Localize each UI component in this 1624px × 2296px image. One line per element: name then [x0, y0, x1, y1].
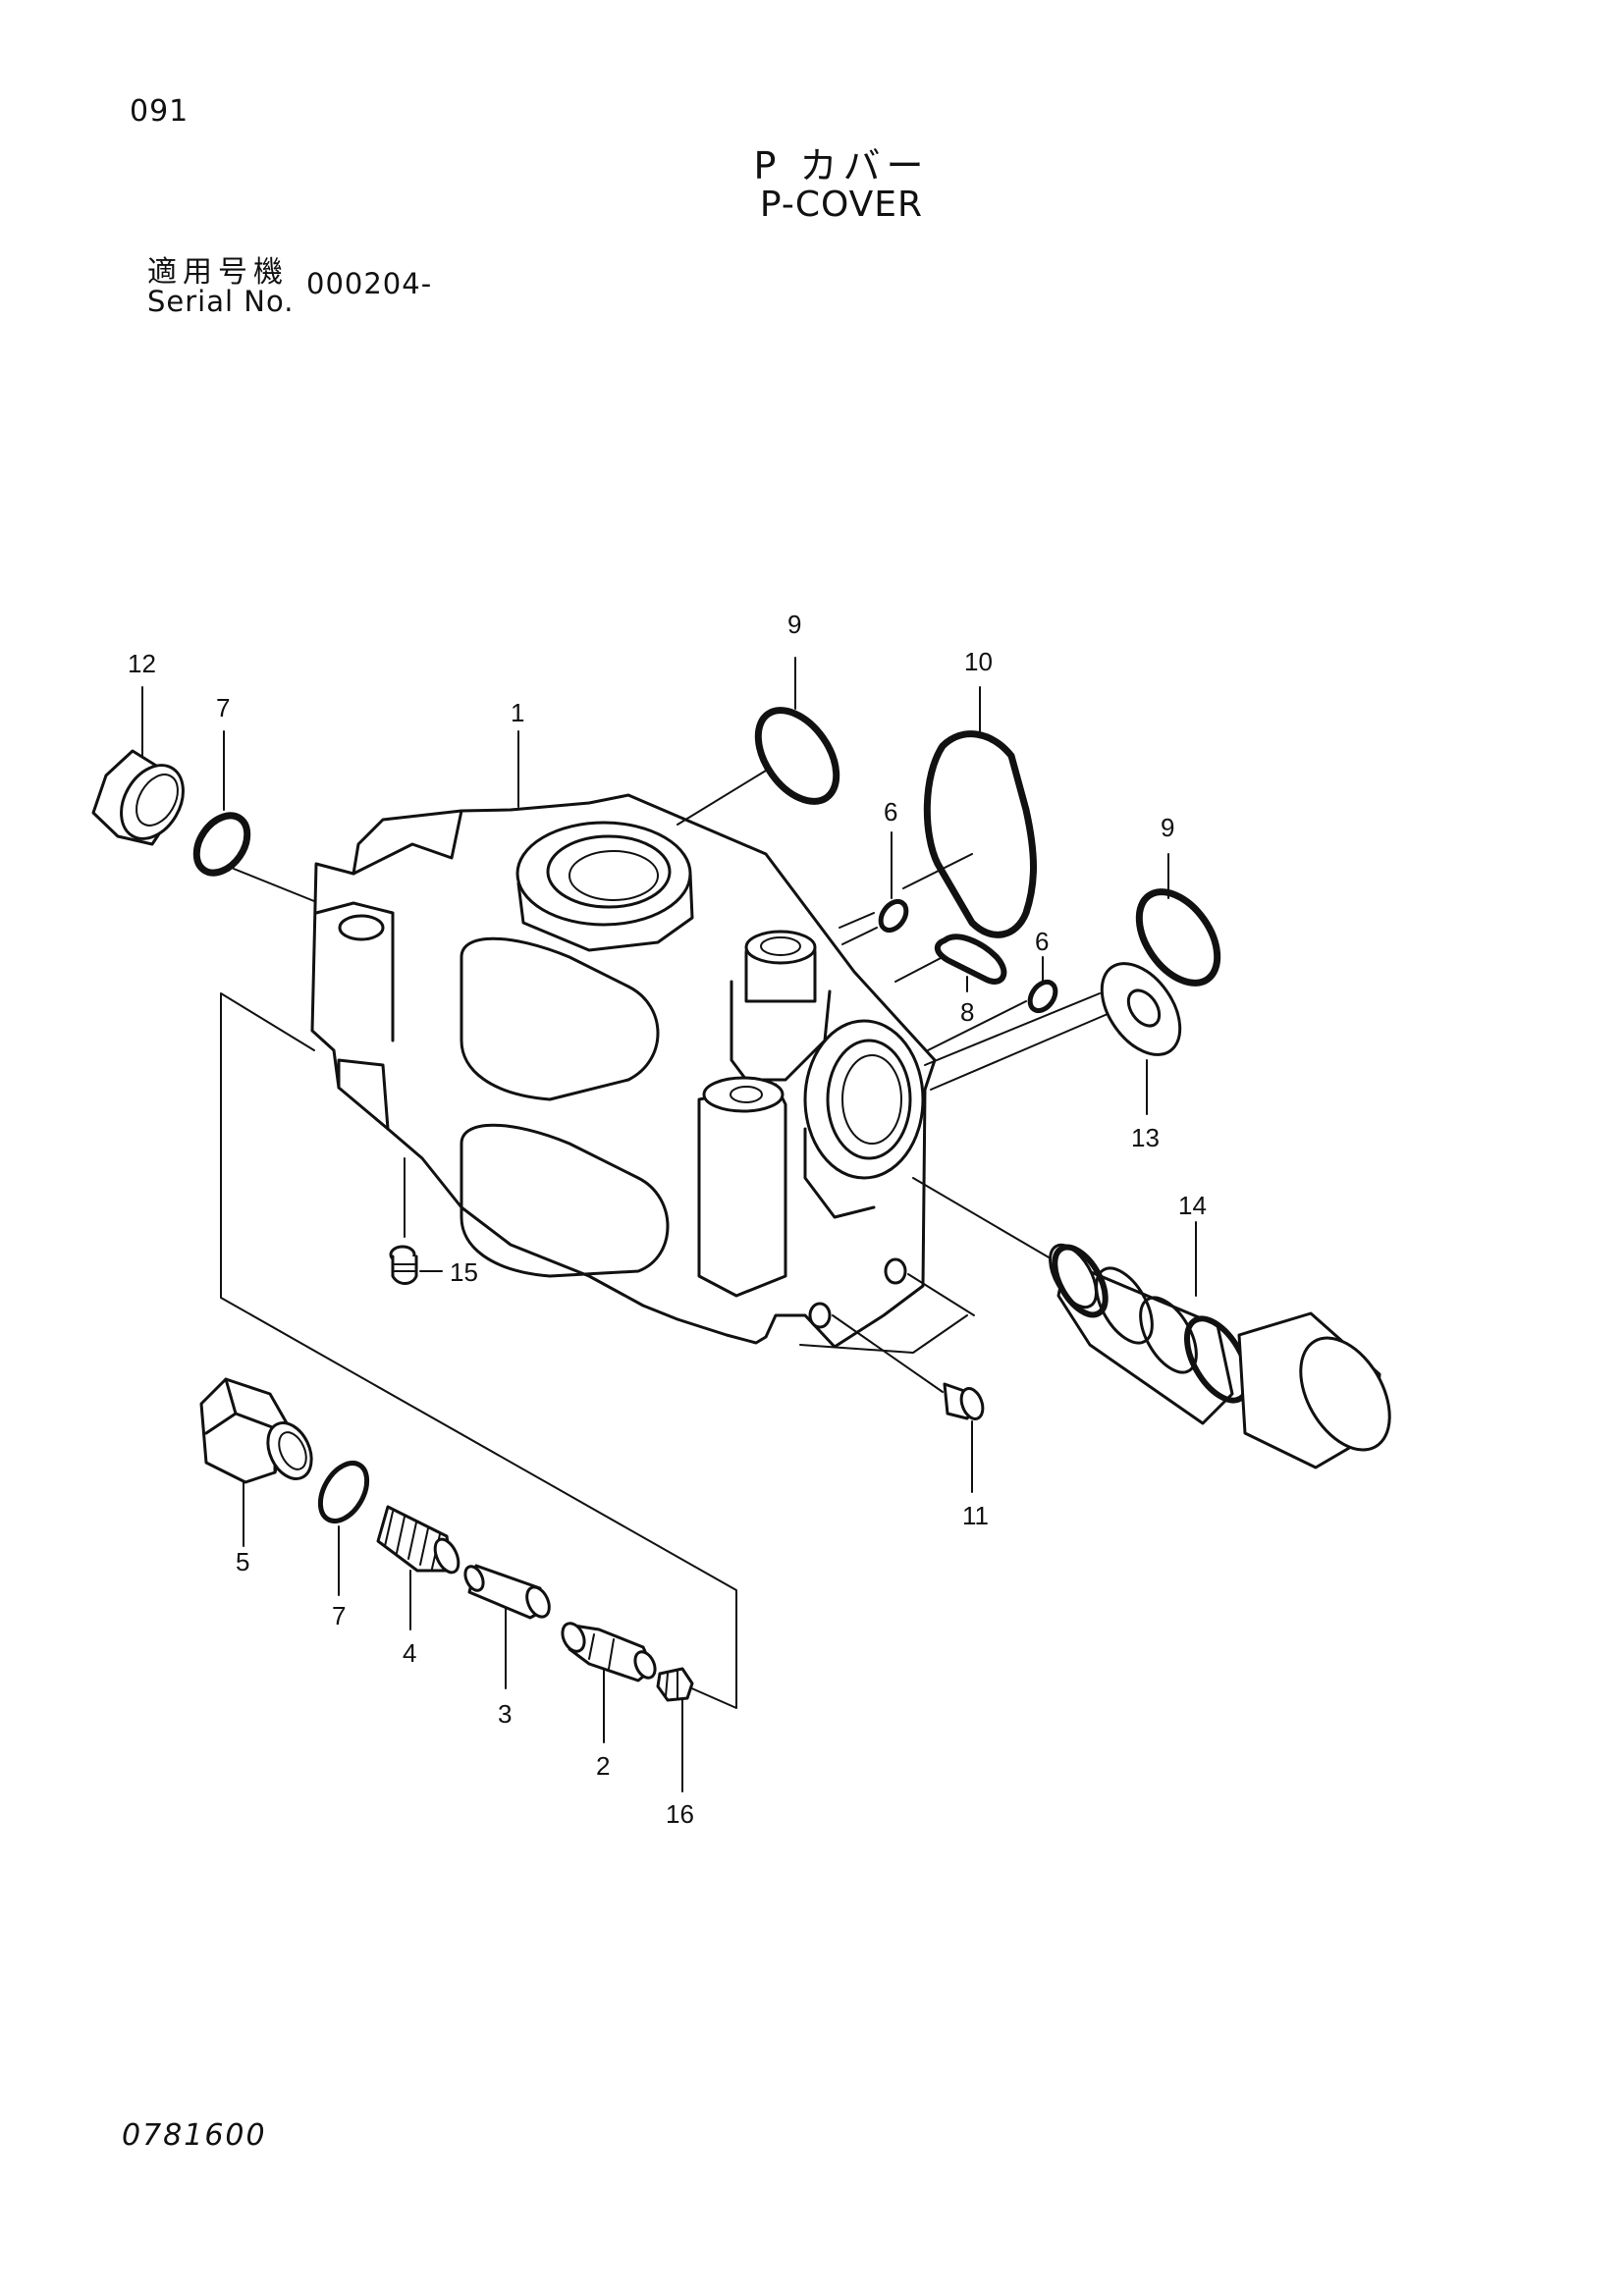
page-title-english: P-COVER	[759, 185, 924, 225]
callout-labels: 12 7 1 9 10 6 9 6 8 13 14 15 11 5 7 4 3 …	[128, 610, 1207, 1829]
o-ring-part-7-bottom	[317, 1461, 370, 1523]
relief-valve-part-14	[1049, 1243, 1391, 1469]
leader-lines	[141, 657, 1197, 1792]
screw-part-15	[389, 1245, 418, 1285]
gasket-part-10	[923, 730, 1037, 938]
seal-part-8	[934, 934, 1007, 985]
callout-13: 13	[1131, 1123, 1160, 1152]
callout-7-bottom: 7	[332, 1601, 346, 1630]
poppet-part-2	[561, 1622, 657, 1682]
callout-16: 16	[666, 1799, 694, 1829]
spring-part-4	[376, 1505, 460, 1575]
valve-body-part-1	[310, 793, 937, 1349]
page-title-japanese: P カバー	[753, 144, 930, 187]
plug-part-12	[91, 749, 185, 846]
callout-4: 4	[403, 1638, 416, 1668]
callout-9-right: 9	[1161, 813, 1174, 842]
o-ring-part-7-top	[192, 812, 251, 877]
callout-6-top: 6	[884, 797, 897, 827]
callout-6-right: 6	[1035, 927, 1049, 956]
callout-5: 5	[236, 1547, 249, 1576]
callout-1: 1	[511, 698, 524, 727]
callout-10: 10	[964, 647, 993, 676]
callout-9-top: 9	[787, 610, 801, 639]
page-number: 091	[130, 94, 189, 129]
o-ring-part-9-right	[1135, 888, 1221, 987]
pin-part-3	[463, 1564, 551, 1620]
washer-part-13	[1100, 962, 1182, 1056]
callout-2: 2	[596, 1751, 610, 1781]
callout-8: 8	[960, 997, 974, 1027]
plug-part-16	[656, 1667, 694, 1702]
serial-label-english: Serial No.	[147, 285, 295, 318]
serial-number-value: 000204-	[306, 267, 433, 300]
hex-plug-part-5	[199, 1377, 313, 1484]
callout-7-top: 7	[216, 693, 230, 722]
callout-15: 15	[450, 1257, 478, 1287]
screw-part-11	[943, 1382, 985, 1420]
callout-3: 3	[498, 1699, 512, 1729]
callout-14: 14	[1178, 1191, 1207, 1220]
serial-label-japanese: 適用号機	[147, 255, 289, 290]
callout-11: 11	[962, 1501, 989, 1530]
o-ring-part-6-right	[1027, 979, 1058, 1014]
callout-12: 12	[128, 649, 156, 678]
o-ring-part-6-top	[878, 898, 909, 934]
o-ring-part-9-top	[754, 707, 840, 805]
document-code: 0781600	[122, 2118, 267, 2153]
